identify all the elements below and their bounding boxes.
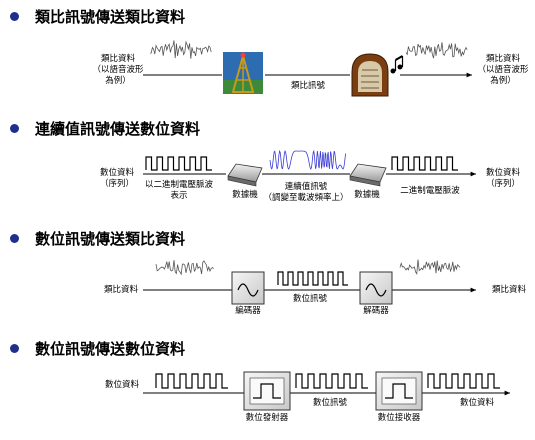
- digital-pulse-output-4: [427, 373, 500, 389]
- decoder-box-icon: [359, 271, 393, 305]
- transmitter-box-icon: [243, 371, 291, 411]
- digital-pulse-input-4: [155, 373, 228, 389]
- input-label-2: 數位資料 （序列）: [99, 168, 134, 189]
- modem-label-1: 數據機: [232, 190, 258, 200]
- radio-receiver-icon: [351, 53, 389, 97]
- output-label-2: 數位資料 （序列）: [485, 168, 520, 189]
- analog-wave-input-1: [149, 40, 212, 59]
- music-note-icon: [390, 55, 404, 74]
- input-label-4: 數位資料: [104, 380, 139, 390]
- digital-pulse-channel-3: [277, 271, 348, 286]
- output-label-4: 數位資料: [459, 398, 494, 408]
- analog-wave-output-3: [399, 259, 461, 275]
- output-label-3: 類比資料: [491, 285, 526, 295]
- input-label-3: 類比資料: [103, 285, 138, 295]
- channel-label-1: 類比訊號: [290, 81, 325, 91]
- channel-label-4: 數位訊號: [312, 398, 347, 408]
- section-title-digital-analog: 數位訊號傳送類比資料: [10, 228, 185, 249]
- section-title-analog-analog: 類比訊號傳送類比資料: [10, 6, 185, 27]
- transmitter-tower-icon: [223, 52, 263, 94]
- bullet-icon: [10, 343, 19, 353]
- section-title-digital-digital: 數位訊號傳送數位資料: [10, 338, 185, 359]
- channel-label-3: 數位訊號: [292, 294, 327, 304]
- analog-wave-input-3: [155, 260, 214, 276]
- encoder-label: 編碼器: [235, 306, 261, 316]
- bullet-icon: [10, 123, 19, 133]
- modem-label-2: 數據機: [354, 190, 380, 200]
- digital-pulse-channel-4: [295, 373, 368, 389]
- decoded-label-2: 二進制電壓脈波: [400, 186, 460, 196]
- bullet-icon: [10, 11, 19, 21]
- digital-pulse-input-2: [145, 156, 212, 171]
- analog-wave-output-1: [405, 42, 468, 59]
- bullet-icon: [10, 233, 19, 243]
- channel-label-2: 連續值訊號 （調變至載波頻率上）: [263, 182, 349, 203]
- receiver-box-icon: [375, 371, 423, 411]
- input-label-1: 類比資料 （以語音波形 為例）: [92, 54, 144, 86]
- encoding-label-2: 以二進制電壓脈波 表示: [144, 180, 213, 201]
- modem-icon-2: [349, 163, 387, 187]
- modulated-carrier-wave: [269, 149, 346, 170]
- digital-pulse-output-2: [391, 156, 458, 171]
- decoder-label: 解碼器: [363, 306, 389, 316]
- output-label-1: 類比資料 （以語音波形 為例）: [477, 54, 529, 86]
- modem-icon-1: [227, 163, 263, 187]
- encoder-box-icon: [231, 271, 265, 305]
- section-title-continuous-digital: 連續值訊號傳送數位資料: [10, 118, 200, 139]
- transmitter-label: 數位發射器: [245, 413, 289, 423]
- receiver-label: 數位接收器: [377, 413, 421, 423]
